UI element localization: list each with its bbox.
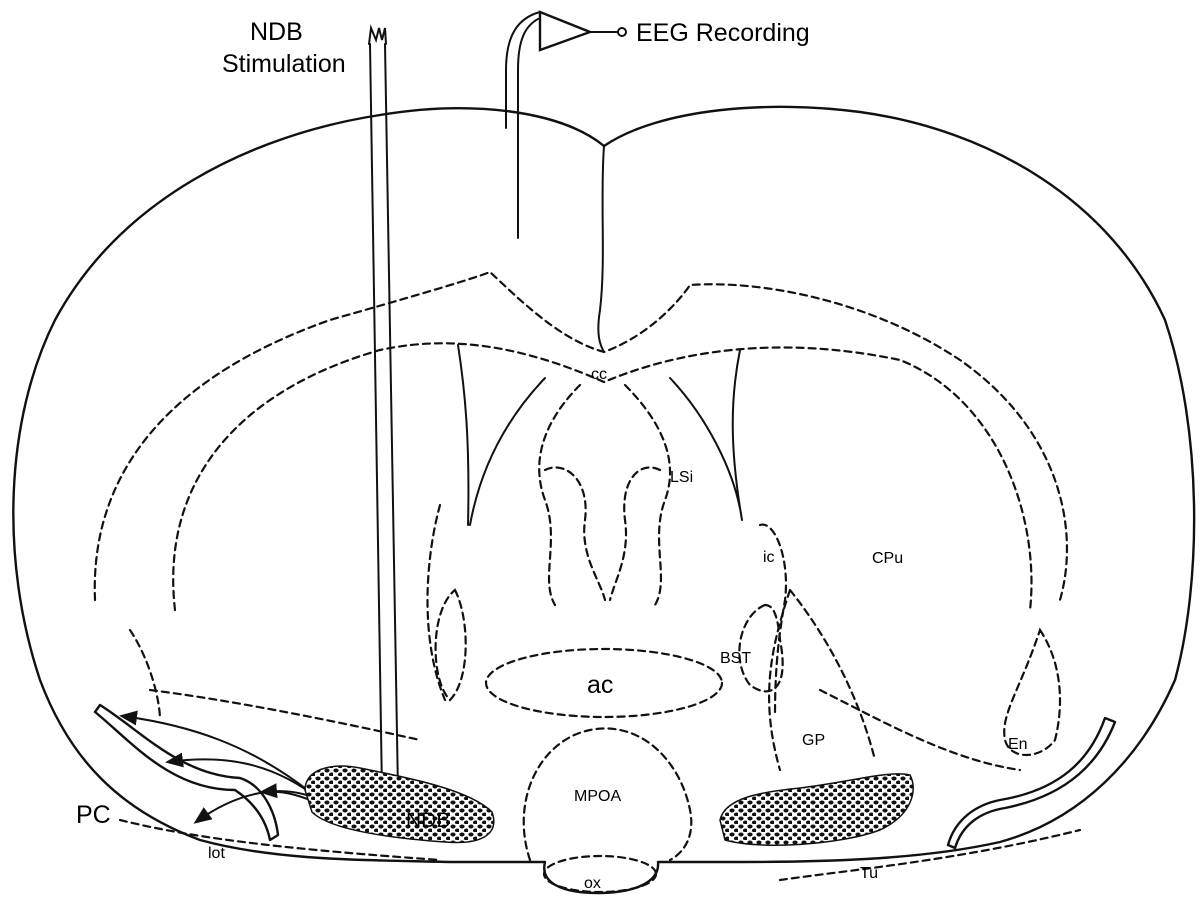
gp-label: GP <box>802 732 825 749</box>
lsi-label: LSi <box>670 469 693 486</box>
left-internal-2 <box>436 590 466 700</box>
left-internal-1 <box>428 505 446 700</box>
mpoa-label: MPOA <box>574 788 621 805</box>
bst-outline <box>739 605 782 691</box>
cpu-label: CPu <box>872 550 903 567</box>
ndb-label: NDB <box>406 809 450 832</box>
septal-outline-right <box>625 385 670 605</box>
eeg-label: EEG Recording <box>636 19 810 47</box>
pc-label: PC <box>76 801 111 829</box>
septal-outline-left <box>539 385 580 605</box>
stimulation-label-line2: Stimulation <box>222 50 346 78</box>
stimulation-electrode <box>369 28 398 792</box>
lateral-ventricle-left <box>458 345 545 525</box>
stimulation-label-line1: NDB <box>250 18 303 46</box>
ndb-region-left <box>305 766 494 842</box>
ndb-region-right <box>720 774 913 845</box>
projection-arrows <box>122 716 340 822</box>
septal-inner-right <box>610 467 660 600</box>
ac-label: ac <box>587 671 613 699</box>
corpus-callosum-outer <box>95 272 1067 600</box>
recording-terminal-icon <box>618 28 626 36</box>
midline <box>598 146 604 352</box>
septal-inner-left <box>545 467 605 600</box>
lateral-ventricle-right <box>670 350 742 520</box>
piriform-cortex-sheet-right <box>948 718 1115 848</box>
en-label: En <box>1008 736 1028 753</box>
bst-label: BST <box>720 650 751 667</box>
amplifier-icon <box>540 12 590 50</box>
ic-label: ic <box>763 549 775 566</box>
ox-label: ox <box>584 875 601 892</box>
cc-label: cc <box>591 366 607 383</box>
brain-outline <box>13 107 1194 893</box>
left-internal-4 <box>130 630 160 720</box>
corpus-callosum-inner <box>173 343 1031 610</box>
lot-label: lot <box>208 845 225 862</box>
tu-label: Tu <box>860 865 878 882</box>
claustrum-line <box>820 690 1020 770</box>
